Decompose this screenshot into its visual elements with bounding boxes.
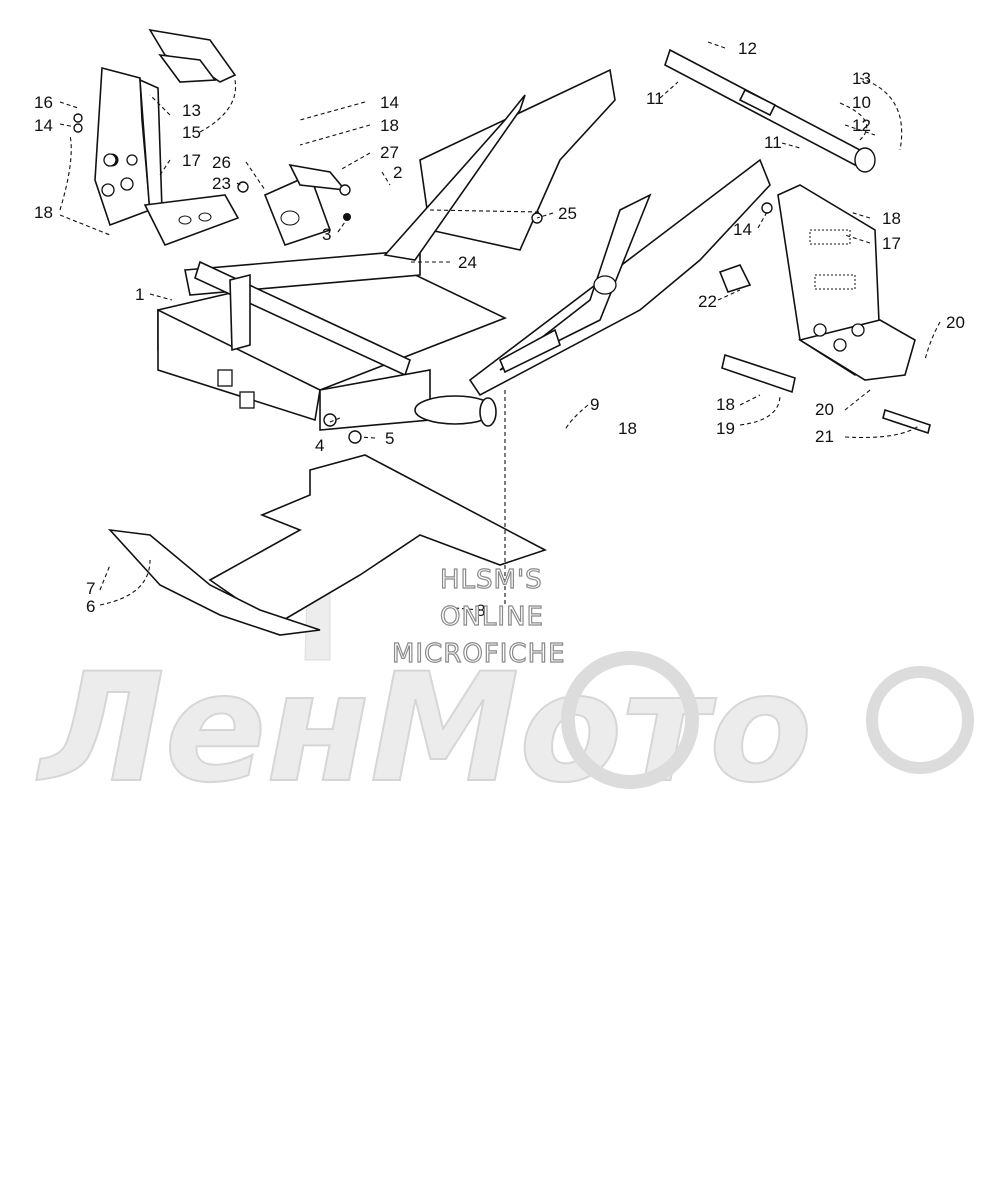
callout-5: 5 [385,429,394,448]
callout-18-center: 18 [380,116,399,135]
callout-11-left: 11 [646,89,664,108]
callout-12-right: 12 [852,116,871,135]
callout-21: 21 [815,427,834,446]
front-skid-plate [107,528,321,636]
motorcycle-wheel-icon [866,666,974,774]
callout-9: 9 [590,395,599,414]
callout-13-left: 13 [182,101,201,120]
watermark-line-1: HLSM'S [440,565,543,595]
right-bulkhead-plate [777,184,916,381]
callout-26: 26 [212,153,231,172]
left-bulkhead-plate [94,66,240,246]
callout-11-right: 11 [764,133,782,152]
callout-14-left: 14 [34,116,53,135]
steering-support [263,163,347,246]
callout-16: 16 [34,93,53,112]
callout-20-right: 20 [946,313,965,332]
callout-18-left: 18 [34,203,53,222]
callout-6: 6 [86,597,95,616]
callout-14-right: 14 [733,220,752,239]
callout-20-lower: 20 [815,400,834,419]
callout-24: 24 [458,253,477,272]
callout-15: 15 [182,123,201,142]
cowl-bracket-left [148,28,237,83]
callout-17-right: 17 [882,234,901,253]
callout-3: 3 [322,225,331,244]
callout-18-lower: 18 [716,395,735,414]
small-brackets-right [718,264,931,435]
callout-8: 8 [476,601,485,620]
callout-25: 25 [558,204,577,223]
callout-17-left: 17 [182,151,201,170]
callout-labels: 1 2 3 4 5 6 7 8 9 10 11 11 12 12 13 13 1… [34,39,965,620]
tunnel-rails [383,68,771,397]
watermark-line-2: ONLINE [440,602,544,632]
callout-14-center: 14 [380,93,399,112]
callout-23: 23 [212,174,231,193]
callout-4: 4 [315,436,324,455]
leader-lines [59,41,941,611]
hlsm-watermark: HLSM'S ONLINE MICROFICHE [391,564,566,669]
callout-22: 22 [698,292,717,311]
callout-1: 1 [135,285,144,304]
callout-12-top: 12 [738,39,757,58]
brand-watermark-text: ЛенМото [36,642,812,816]
callout-2: 2 [393,163,402,182]
callout-18-bottom: 18 [618,419,637,438]
callout-13-right: 13 [852,69,871,88]
callout-27: 27 [380,143,399,162]
callout-10: 10 [852,93,871,112]
callout-18-right: 18 [882,209,901,228]
belly-pan [208,454,548,626]
callout-19: 19 [716,419,735,438]
callout-7: 7 [86,579,95,598]
steering-post [664,48,876,173]
main-chassis [157,249,508,431]
brand-watermark: ЛенМото [35,469,974,817]
motorcycle-wheel-icon [561,651,699,789]
watermark-line-3: MICROFICHE [392,639,566,669]
